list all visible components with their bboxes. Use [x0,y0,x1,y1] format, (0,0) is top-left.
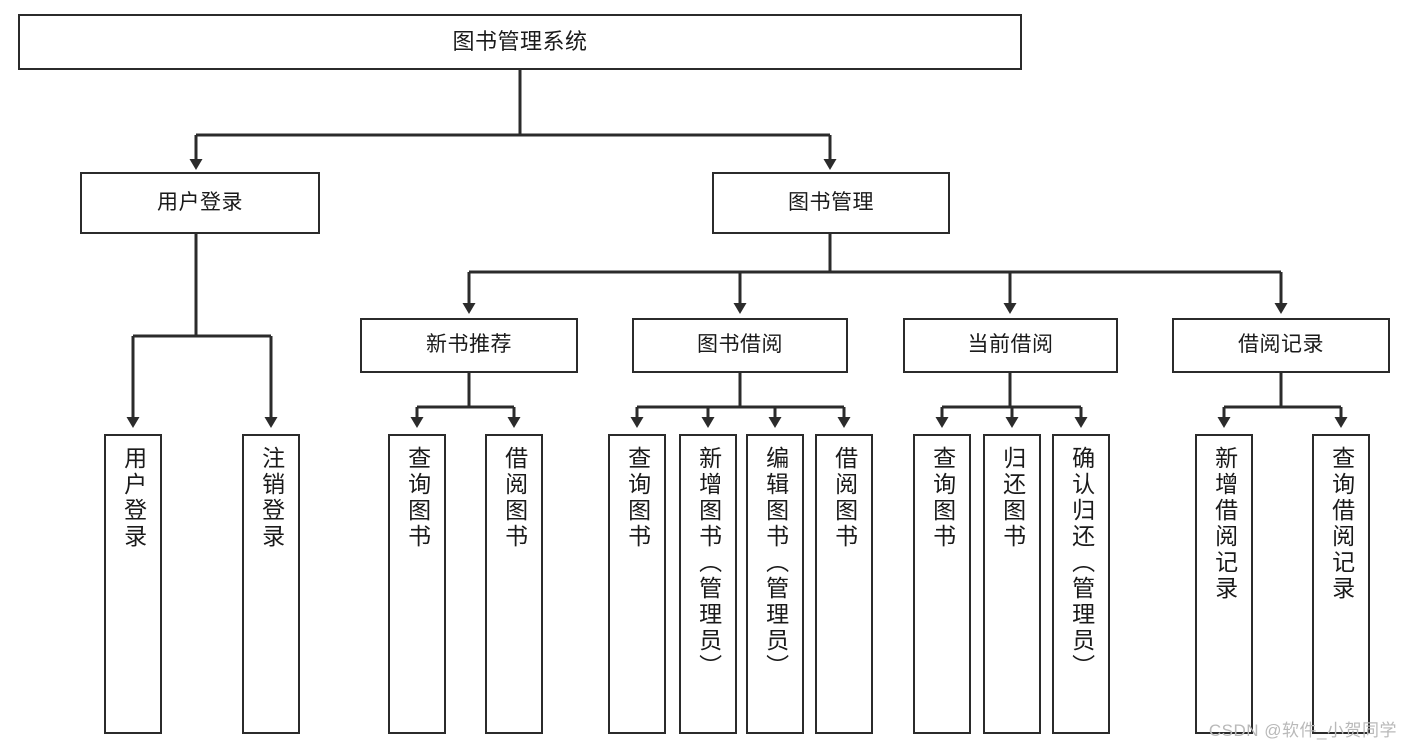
node-label: 新增借阅记录 [1211,446,1238,602]
node-label: 查询图书 [929,446,956,550]
node-current-borrow[interactable]: 当前借阅 [903,318,1118,373]
node-leaf-borrow-book-recommend[interactable]: 借阅图书 [485,434,543,734]
node-new-book-recommend[interactable]: 新书推荐 [360,318,578,373]
node-label: 注销登录 [258,446,285,550]
node-leaf-logout[interactable]: 注销登录 [242,434,300,734]
node-label: 图书借阅 [697,333,783,357]
node-label: 查询借阅记录 [1328,446,1355,602]
node-leaf-borrow-book[interactable]: 借阅图书 [815,434,873,734]
node-label: 借阅记录 [1238,333,1324,357]
node-label: 图书管理 [788,190,874,214]
node-leaf-query-book[interactable]: 查询图书 [608,434,666,734]
node-leaf-edit-book-admin[interactable]: 编辑图书（管理员） [746,434,804,734]
node-leaf-query-book-recommend[interactable]: 查询图书 [388,434,446,734]
node-label: 确认归还（管理员） [1068,446,1095,680]
node-label: 借阅图书 [831,446,858,550]
node-leaf-confirm-return-admin[interactable]: 确认归还（管理员） [1052,434,1110,734]
node-book-management[interactable]: 图书管理 [712,172,950,234]
node-label: 借阅图书 [501,446,528,550]
watermark-text: CSDN @软件_小贺同学 [1208,721,1397,740]
node-label: 新增图书（管理员） [695,446,722,680]
node-label: 用户登录 [120,446,147,550]
node-user-login[interactable]: 用户登录 [80,172,320,234]
node-label: 归还图书 [999,446,1026,550]
node-leaf-return-book[interactable]: 归还图书 [983,434,1041,734]
node-leaf-query-book-current[interactable]: 查询图书 [913,434,971,734]
node-leaf-user-login[interactable]: 用户登录 [104,434,162,734]
node-label: 编辑图书（管理员） [762,446,789,680]
node-borrow-record[interactable]: 借阅记录 [1172,318,1390,373]
node-label: 当前借阅 [967,333,1054,357]
node-label: 图书管理系统 [452,29,588,55]
node-label: 查询图书 [404,446,431,550]
node-leaf-query-borrow-record[interactable]: 查询借阅记录 [1312,434,1370,734]
node-label: 新书推荐 [426,333,512,357]
node-label: 查询图书 [624,446,651,550]
node-book-borrow[interactable]: 图书借阅 [632,318,848,373]
node-leaf-add-book-admin[interactable]: 新增图书（管理员） [679,434,737,734]
node-root-system[interactable]: 图书管理系统 [18,14,1022,70]
node-label: 用户登录 [157,190,243,214]
node-leaf-add-borrow-record[interactable]: 新增借阅记录 [1195,434,1253,734]
